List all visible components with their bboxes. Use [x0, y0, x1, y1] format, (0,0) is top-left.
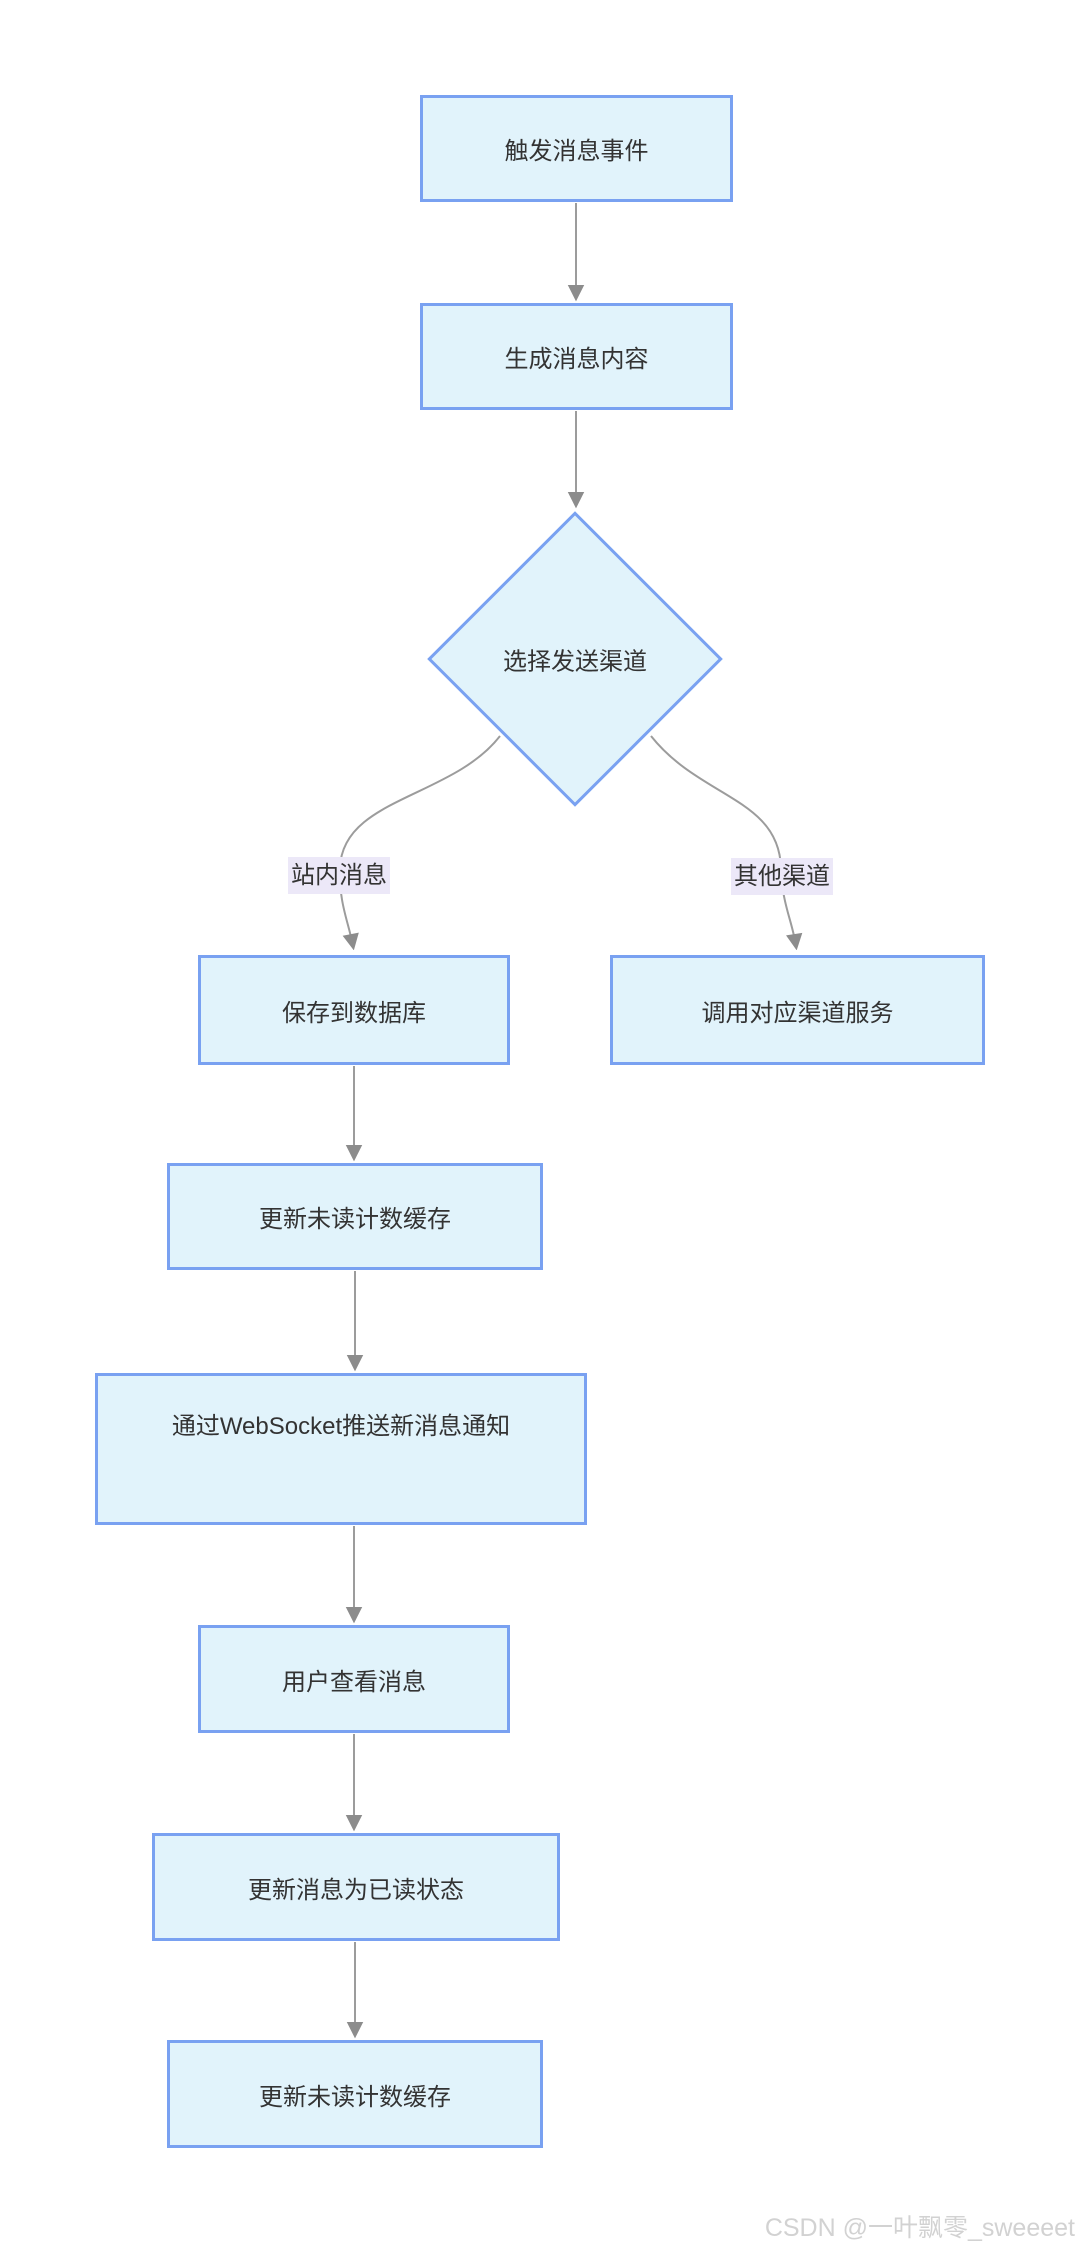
node-save-to-database: 保存到数据库 [198, 955, 510, 1065]
node-choose-channel-decision: 选择发送渠道 [427, 511, 723, 807]
edge-label-other-channel: 其他渠道 [731, 858, 833, 895]
node-call-channel-service: 调用对应渠道服务 [610, 955, 985, 1065]
csdn-watermark: CSDN @一叶飘零_sweeeet [764, 2214, 1075, 2242]
node-mark-message-read: 更新消息为已读状态 [152, 1833, 560, 1941]
node-generate-message-content: 生成消息内容 [420, 303, 733, 410]
edge-choose-call [650, 735, 796, 946]
edge-label-in-site-message: 站内消息 [288, 857, 390, 894]
node-update-unread-cache-1: 更新未读计数缓存 [167, 1163, 543, 1270]
node-update-unread-cache-2: 更新未读计数缓存 [167, 2040, 543, 2148]
edge-choose-save [338, 735, 501, 946]
node-user-view-message: 用户查看消息 [198, 1625, 510, 1733]
node-trigger-message-event: 触发消息事件 [420, 95, 733, 202]
decision-diamond-label: 选择发送渠道 [503, 648, 647, 676]
node-websocket-push: 通过WebSocket推送新消息通知 [95, 1373, 587, 1525]
